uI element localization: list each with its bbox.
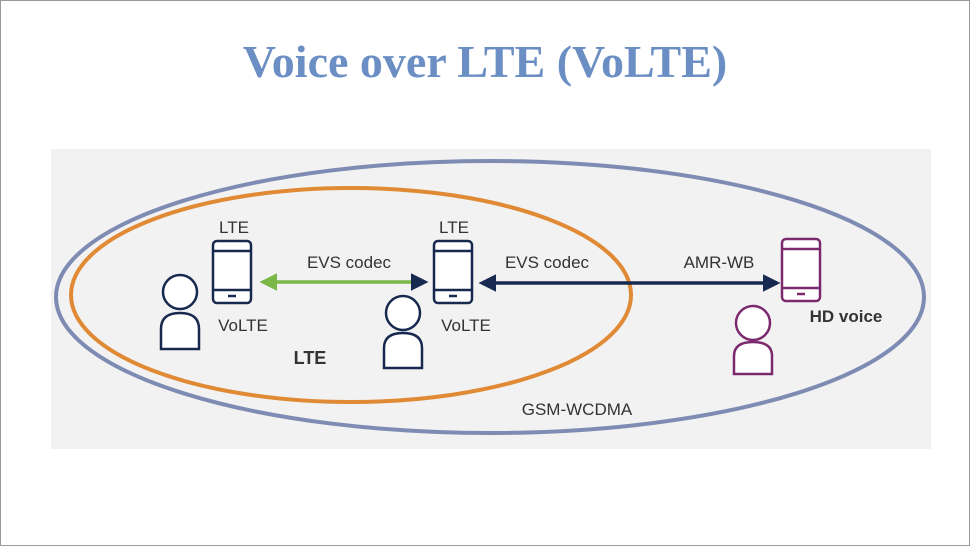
left-phone-top-label: LTE — [219, 218, 249, 237]
right-user-icon — [732, 304, 774, 376]
amr-wb-link-label: AMR-WB — [684, 253, 755, 272]
middle-phone-bottom-label: VoLTE — [441, 316, 491, 335]
evs-link-label-middle: EVS codec — [505, 253, 590, 272]
left-user-icon — [159, 273, 201, 351]
middle-user-icon — [382, 294, 424, 370]
gsm-wcdma-region-label: GSM-WCDMA — [522, 400, 633, 419]
evs-link-label-left: EVS codec — [307, 253, 392, 272]
left-phone-bottom-label: VoLTE — [218, 316, 268, 335]
middle-phone-icon — [432, 239, 474, 305]
right-phone-icon — [780, 237, 822, 303]
left-phone-icon — [211, 239, 253, 305]
middle-phone-top-label: LTE — [439, 218, 469, 237]
hd-voice-label: HD voice — [810, 307, 883, 326]
lte-region — [69, 186, 633, 404]
lte-region-label: LTE — [294, 348, 327, 368]
slide-title: Voice over LTE (VoLTE) — [242, 36, 728, 87]
gsm-wcdma-region — [54, 159, 926, 435]
